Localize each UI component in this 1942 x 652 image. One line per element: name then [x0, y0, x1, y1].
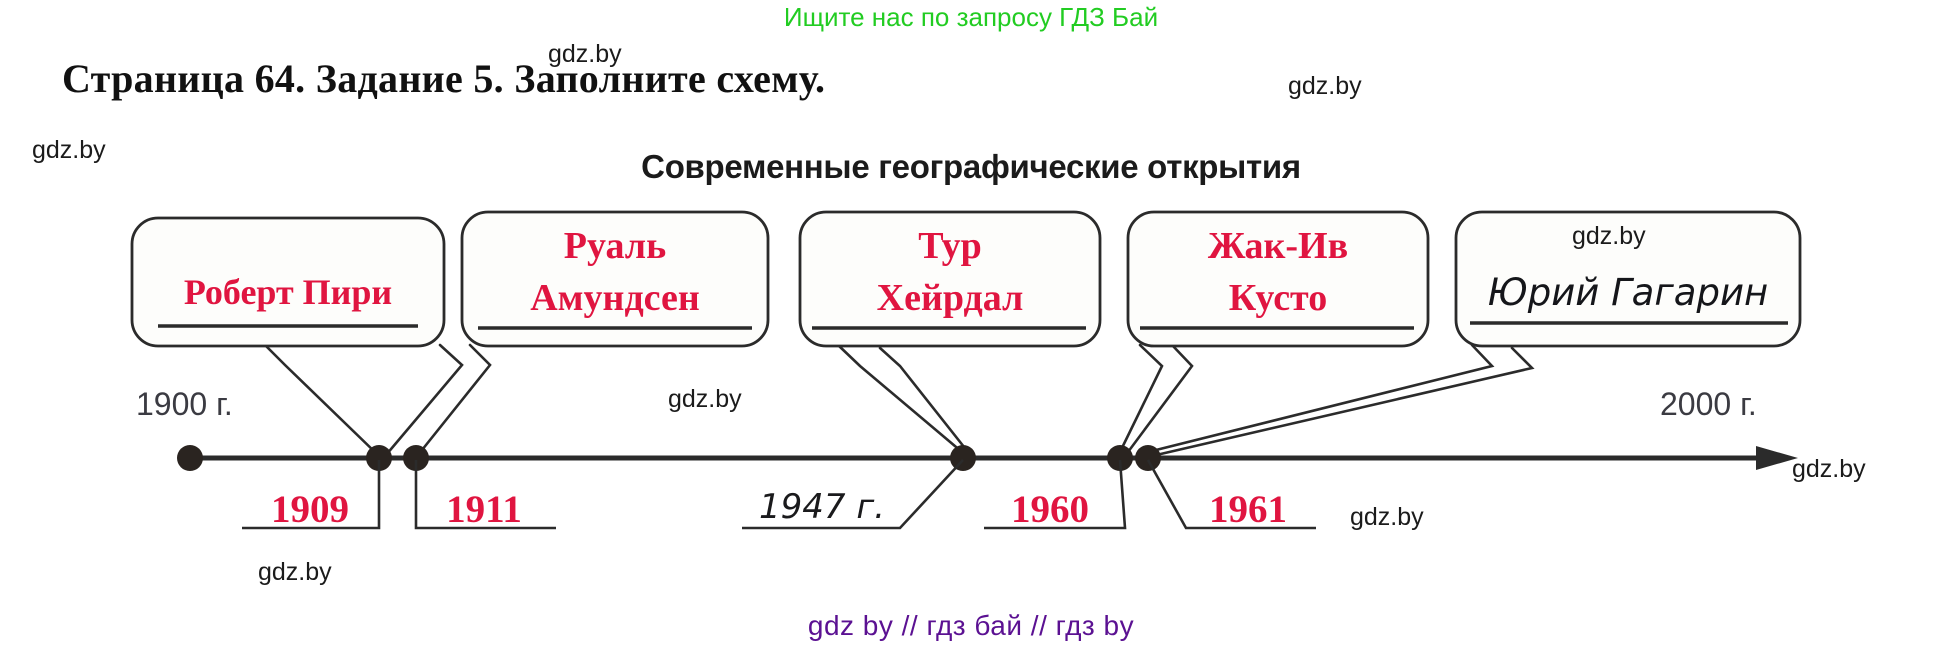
leader-1960 — [984, 459, 1127, 530]
box-jacques-cousteau[interactable]: Жак-Ив Кусто — [1126, 210, 1430, 348]
box-label-line-2: Кусто — [1229, 277, 1327, 319]
box-connectors — [263, 343, 1535, 458]
promo-banner-top: Ищите нас по запросу ГДЗ Бай — [783, 2, 1159, 32]
watermark-gdz-2: gdz.by — [1288, 72, 1362, 100]
timeline-dot-1900[interactable] — [177, 445, 203, 471]
box-outline — [1454, 210, 1802, 348]
year-labels: 1909 1911 1947 г. 1960 1961 — [271, 487, 1287, 531]
year-label-1911: 1911 — [446, 488, 522, 531]
leader-1947 — [742, 459, 964, 530]
box-outline — [460, 210, 770, 348]
diagram-heading: Современные географические открытия — [641, 148, 1301, 185]
leader-1961 — [1146, 459, 1316, 530]
axis-arrowhead-icon — [1756, 446, 1798, 470]
box-outline — [130, 216, 446, 348]
year-label-1960: 1960 — [1011, 488, 1089, 531]
box-robert-peary[interactable]: Роберт Пири — [130, 216, 446, 348]
box-label-line-1: Руаль — [564, 225, 666, 267]
name-boxes: Роберт Пири Руаль Амундсен Тур Хейрдал Ж… — [130, 210, 1802, 348]
watermark-gdz-3: gdz.by — [32, 136, 106, 164]
watermark-gdz-8: gdz.by — [258, 558, 332, 586]
year-label-1947: 1947 г. — [759, 487, 885, 527]
connector-heyerdahl — [836, 343, 964, 454]
year-label-1909: 1909 — [271, 488, 349, 531]
year-leaders — [242, 459, 1316, 530]
box-thor-heyerdahl[interactable]: Тур Хейрдал — [798, 210, 1102, 348]
leader-1911 — [414, 460, 556, 530]
page-title: Страница 64. Задание 5. Заполните схему. — [62, 56, 826, 101]
box-roald-amundsen[interactable]: Руаль Амундсен — [460, 210, 770, 348]
connector-cousteau — [1118, 343, 1164, 454]
connector-gagarin-b — [1150, 346, 1535, 458]
year-label-1961: 1961 — [1209, 488, 1287, 531]
box-outline — [798, 210, 1102, 348]
watermark-gdz-4: gdz.by — [1572, 222, 1646, 250]
connector-amundsen-b — [416, 343, 492, 457]
connector-gagarin-a — [1146, 343, 1495, 454]
box-label-line-1: Роберт Пири — [184, 272, 392, 312]
leader-1909 — [242, 460, 381, 530]
connector-amundsen-a — [384, 343, 464, 457]
box-yuri-gagarin[interactable]: Юрий Гагарин — [1454, 210, 1802, 348]
watermark-gdz-5: gdz.by — [668, 385, 742, 413]
timeline-axis: 1900 г. 2000 г. — [136, 386, 1798, 471]
watermark-gdz-6: gdz.by — [1350, 503, 1424, 531]
timeline-dot-1909[interactable] — [366, 445, 392, 471]
timeline-dot-1961[interactable] — [1135, 445, 1161, 471]
box-outline — [1126, 210, 1430, 348]
connector-cousteau-b — [1126, 343, 1194, 454]
watermark-gdz-7: gdz.by — [1792, 455, 1866, 483]
connector-heyerdahl-b — [878, 346, 970, 454]
connector-peary — [263, 343, 380, 457]
box-answer-text: Юрий Гагарин — [1488, 271, 1768, 314]
axis-start-label: 1900 г. — [136, 386, 233, 422]
promo-banner-bottom: gdz by // гдз бай // гдз by — [807, 610, 1135, 641]
timeline-dot-1960[interactable] — [1107, 445, 1133, 471]
box-label-line-2: Хейрдал — [877, 277, 1024, 319]
box-label-line-1: Тур — [918, 225, 982, 267]
watermark-gdz-1: gdz.by — [548, 40, 622, 68]
box-label-line-2: Амундсен — [530, 277, 700, 319]
timeline-dot-1911[interactable] — [403, 445, 429, 471]
axis-end-label: 2000 г. — [1660, 386, 1757, 422]
box-label-line-1: Жак-Ив — [1208, 225, 1348, 267]
timeline-dot-1947[interactable] — [950, 445, 976, 471]
